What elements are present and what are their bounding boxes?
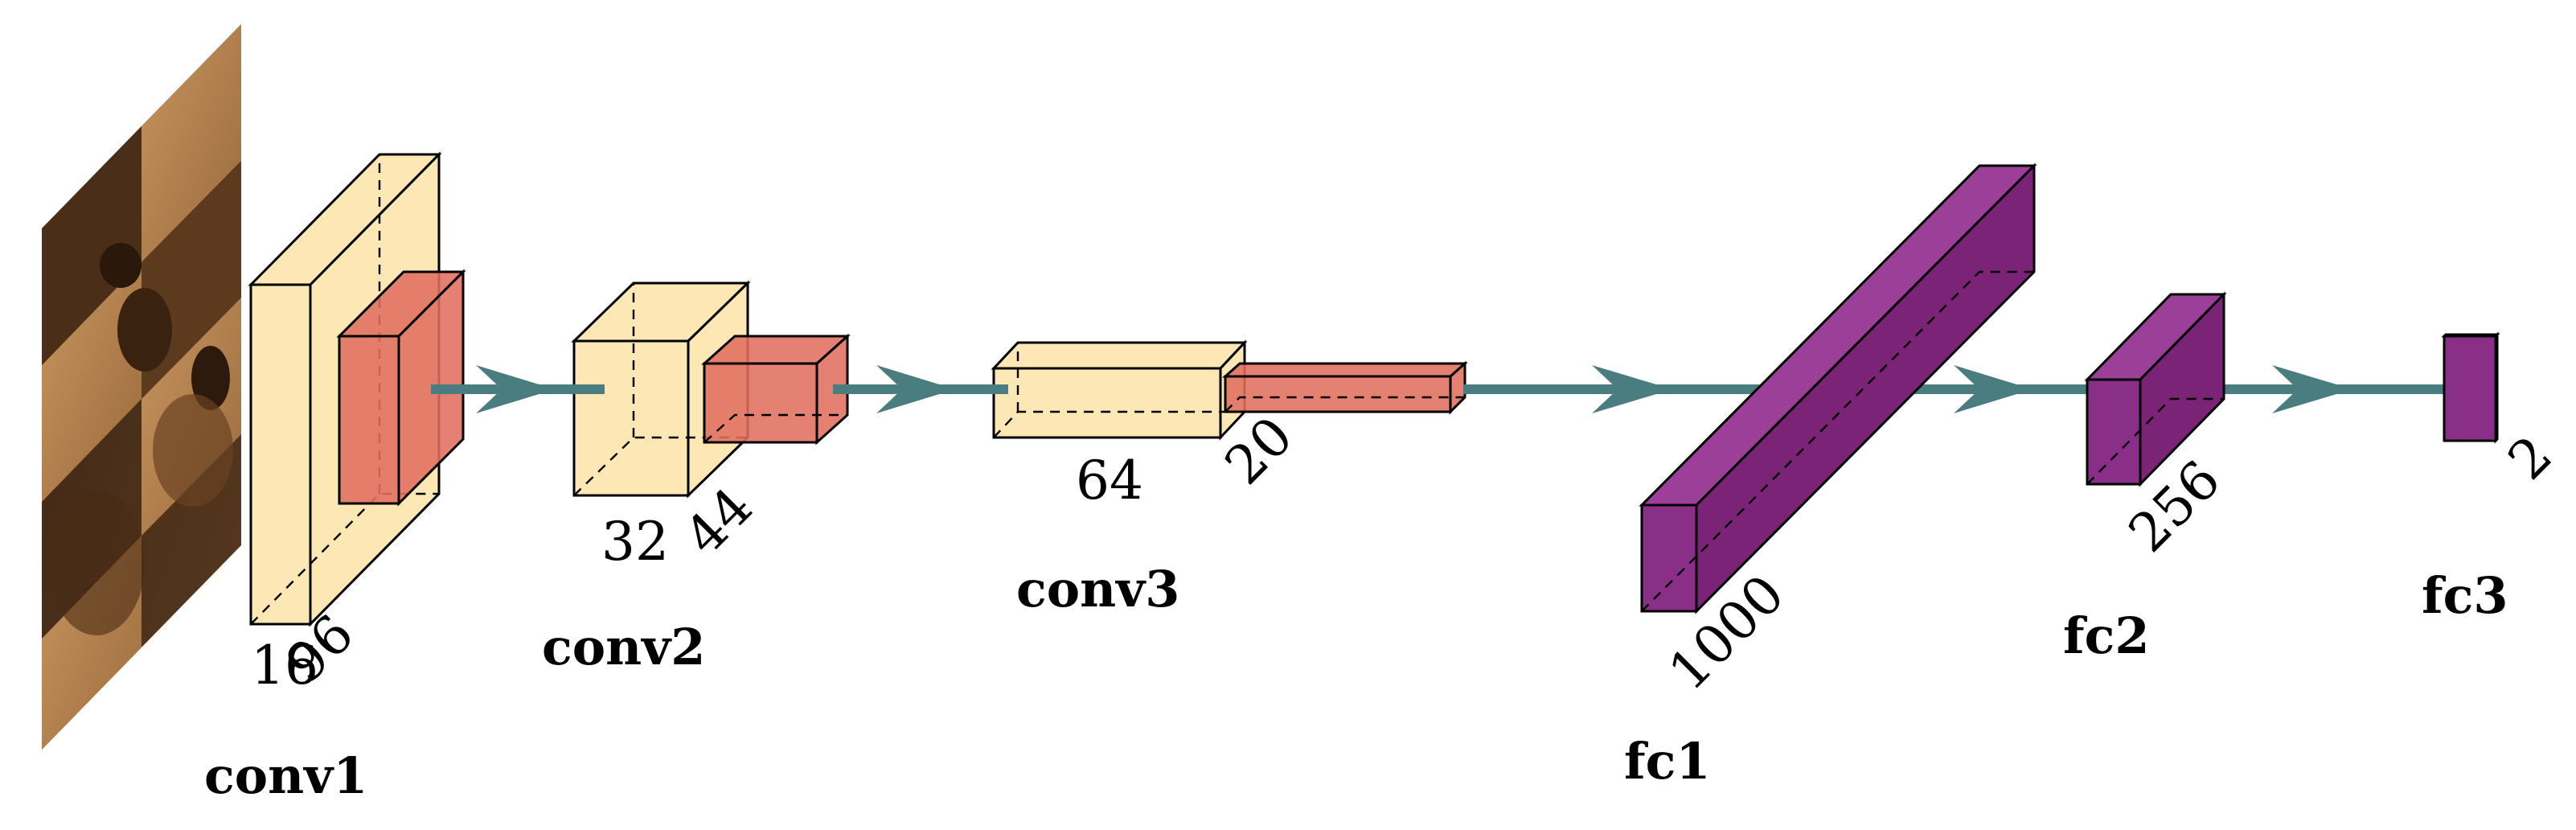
fc2-block xyxy=(2084,291,2227,487)
conv3-block xyxy=(991,339,1468,441)
fc3-block xyxy=(2441,331,2500,444)
arrow-icon xyxy=(1592,365,1672,413)
fc1-label: fc1 xyxy=(1624,732,1711,791)
fc3-dim-label: 2 xyxy=(2496,424,2564,491)
arrow-icon xyxy=(1954,365,2032,413)
fc2-label: fc2 xyxy=(2063,606,2150,665)
fc1-block xyxy=(1639,162,2037,614)
arrow-icon xyxy=(476,365,555,413)
conv1-label: conv1 xyxy=(204,746,367,805)
conv1-dim-a-label: 16 xyxy=(251,635,318,696)
conv2-dim-a-label: 32 xyxy=(601,511,669,573)
arrow-icon xyxy=(876,365,955,413)
conv3-label: conv3 xyxy=(1016,560,1179,618)
conv2-label: conv2 xyxy=(542,618,705,676)
arrow-icon xyxy=(2272,365,2352,413)
conv2-block xyxy=(571,280,851,499)
input-image xyxy=(42,24,241,750)
fc3-label: fc3 xyxy=(2422,566,2508,625)
conv3-dim-a-label: 64 xyxy=(1076,450,1143,512)
